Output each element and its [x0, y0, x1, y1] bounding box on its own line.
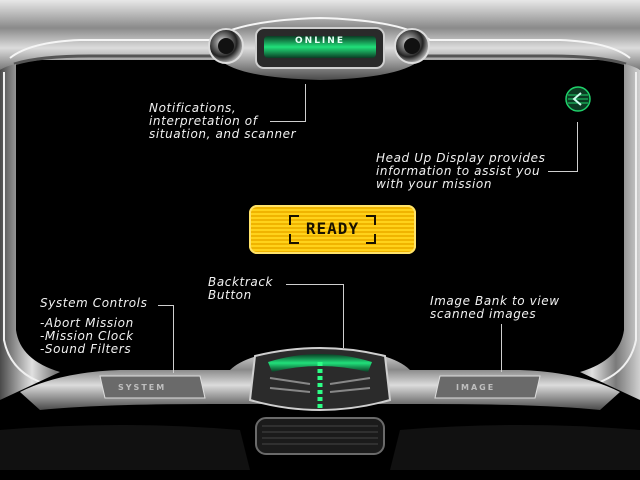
notifications-leader-v: [305, 84, 306, 122]
notifications-callout: Notifications, interpretation of situati…: [149, 101, 297, 141]
ready-button[interactable]: READY: [249, 205, 416, 254]
system-leader-v: [173, 305, 174, 373]
backtrack-leader-h: [286, 284, 344, 285]
image-panel-label[interactable]: IMAGE: [456, 383, 496, 392]
backtrack-callout: Backtrack Button: [208, 275, 274, 302]
system-controls-items: -Abort Mission -Mission Clock -Sound Fil…: [40, 316, 134, 356]
hud-arrow-icon[interactable]: [564, 85, 592, 113]
hud-leader-v: [577, 122, 578, 172]
notifications-leader-h: [270, 121, 306, 122]
system-leader-h: [158, 305, 174, 306]
hud-callout: Head Up Display provides information to …: [376, 151, 546, 191]
system-controls-title: System Controls: [40, 296, 148, 310]
left-rail: [0, 64, 80, 400]
backtrack-leader-v: [343, 284, 344, 348]
image-bank-callout: Image Bank to view scanned images: [430, 294, 560, 321]
right-rail: [560, 64, 640, 400]
ready-label: READY: [305, 219, 360, 238]
hud-leader-h: [548, 171, 578, 172]
system-panel-label[interactable]: SYSTEM: [118, 383, 167, 392]
speaker-grille: [255, 417, 385, 455]
online-status-label: ONLINE: [295, 36, 345, 46]
image-leader-v: [501, 324, 502, 372]
